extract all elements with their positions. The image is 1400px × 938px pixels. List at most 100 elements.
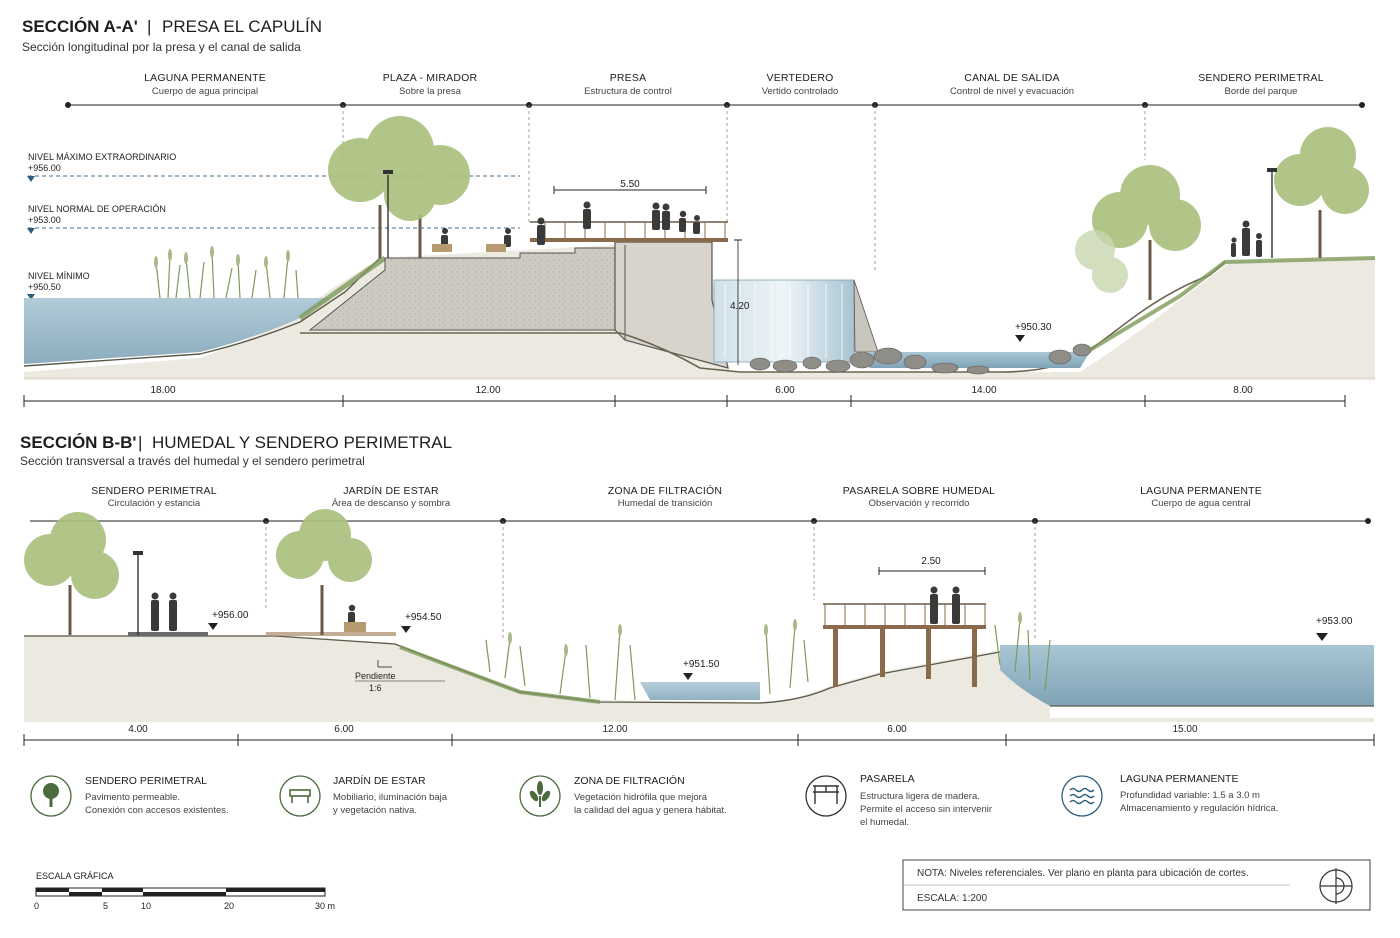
pasarela-structure — [151, 586, 986, 687]
spill-height-dim: 4.20 — [730, 301, 750, 312]
bench-icon — [289, 789, 311, 803]
legend-line-4-3: el humedal. — [860, 817, 909, 828]
legend-item-sendero: SENDERO PERIMETRAL Pavimento permeable. … — [30, 775, 229, 817]
zone-a-laguna-sub: Cuerpo de agua principal — [152, 86, 258, 97]
rocks — [749, 343, 1092, 375]
zone-a-vertedero-sub: Vertido controlado — [762, 86, 839, 97]
dim-b-4: 6.00 — [887, 724, 907, 735]
section-b-dims: +956.00 +954.50 +951.50 +953.00 Pendient… — [23, 556, 1375, 746]
dim-a-4: 14.00 — [971, 385, 996, 396]
zone-b-jardin-sub: Área de descanso y sombra — [332, 498, 451, 509]
note-scale: ESCALA: 1:200 — [917, 893, 987, 904]
zone-a-presa-sub: Estructura de control — [584, 86, 672, 97]
legend-title-4: PASARELA — [860, 773, 915, 785]
people-sendero-b — [151, 592, 356, 631]
section-a-zone-line — [65, 102, 1365, 270]
level-b-1: +956.00 — [212, 610, 249, 621]
section-a-header: SECCIÓN A-A' | PRESA EL CAPULÍN Sección … — [22, 17, 322, 54]
legend-item-filtracion: ZONA DE FILTRACIÓN Vegetación hidrófila … — [519, 774, 727, 817]
boardwalk-icon — [813, 785, 839, 804]
level-normal-value: +953.00 — [28, 215, 61, 225]
section-a-profile — [23, 241, 1376, 380]
scale-tick-20: 20 — [224, 901, 234, 911]
lagoon-water-b — [1000, 645, 1374, 706]
ground-b — [24, 635, 1050, 720]
tree-icon — [43, 783, 59, 807]
scale-bar-title: ESCALA GRÁFICA — [36, 871, 114, 881]
note-box: NOTA: Niveles referenciales. Ver plano e… — [902, 859, 1371, 911]
zone-a-presa: PRESA — [610, 72, 647, 84]
section-b-profile — [24, 632, 1374, 722]
zone-b-laguna-sub: Cuerpo de agua central — [1151, 498, 1250, 509]
zone-a-laguna: LAGUNA PERMANENTE — [144, 72, 266, 84]
title-separator-b: | — [138, 433, 142, 452]
zone-a-plaza: PLAZA - MIRADOR — [383, 72, 478, 84]
level-min-marker — [27, 294, 35, 300]
canal-level: +950.30 — [1015, 322, 1052, 333]
pasarela-width-dim: 2.50 — [921, 556, 941, 567]
lagoon-water-a — [24, 298, 330, 364]
scale-bar: ESCALA GRÁFICA 0 5 10 20 30 m — [34, 871, 335, 911]
north-arrow-icon — [1319, 868, 1353, 904]
note-text: NOTA: Niveles referenciales. Ver plano e… — [917, 868, 1249, 879]
dim-a-5: 8.00 — [1233, 385, 1253, 396]
level-normal-label: NIVEL NORMAL DE OPERACIÓN — [28, 204, 166, 214]
level-min-value: +950.50 — [28, 282, 61, 292]
level-max-label: NIVEL MÁXIMO EXTRAORDINARIO — [28, 152, 176, 162]
tree-jardin — [276, 509, 372, 582]
canal-level-marker — [1015, 335, 1025, 342]
section-a-title-name: PRESA EL CAPULÍN — [162, 17, 322, 36]
level-b-4: +953.00 — [1316, 616, 1353, 627]
people-pasarela — [930, 586, 960, 624]
waves-icon — [1069, 787, 1095, 805]
tree-sendero-b — [24, 512, 119, 599]
zone-a-sendero: SENDERO PERIMETRAL — [1198, 72, 1324, 84]
people-mirador — [441, 201, 700, 247]
dim-b-2: 6.00 — [334, 724, 354, 735]
legend-line-3-1: Vegetación hidrófila que mejora — [574, 792, 708, 803]
tree-canal — [1092, 165, 1201, 251]
section-b-zone-line — [30, 518, 1371, 640]
zone-b-filtracion-sub: Humedal de transición — [618, 498, 713, 509]
legend-line-5-2: Almacenamiento y regulación hídrica. — [1120, 803, 1278, 814]
zone-a-vertedero: VERTEDERO — [767, 72, 834, 84]
vegetation-a — [154, 116, 1369, 300]
section-b-title-name: HUMEDAL Y SENDERO PERIMETRAL — [152, 433, 452, 452]
dim-b-1: 4.00 — [128, 724, 148, 735]
zone-a-canal: CANAL DE SALIDA — [964, 72, 1059, 84]
level-normal-marker — [27, 228, 35, 234]
scale-tick-30: 30 m — [315, 901, 335, 911]
legend-item-pasarela: PASARELA Estructura ligera de madera. Pe… — [805, 773, 992, 828]
dim-b-5: 15.00 — [1172, 724, 1197, 735]
legend-title-3: ZONA DE FILTRACIÓN — [574, 774, 685, 787]
legend-line-5-1: Profundidad variable: 1.5 a 3.0 m — [1120, 790, 1260, 801]
section-a-levels: NIVEL MÁXIMO EXTRAORDINARIO +956.00 NIVE… — [27, 152, 520, 300]
dim-a-1: 18.00 — [150, 385, 175, 396]
legend-item-laguna: LAGUNA PERMANENTE Profundidad variable: … — [1061, 773, 1278, 817]
legend-line-4-1: Estructura ligera de madera. — [860, 791, 980, 802]
section-a-title: SECCIÓN A-A' — [22, 17, 138, 36]
scale-tick-5: 5 — [103, 901, 108, 911]
legend-title-2: JARDÍN DE ESTAR — [333, 774, 426, 787]
zone-b-sendero: SENDERO PERIMETRAL — [91, 485, 217, 497]
dim-a-3: 6.00 — [775, 385, 795, 396]
slope-label: Pendiente — [355, 671, 396, 681]
zone-a-canal-sub: Control de nivel y evacuación — [950, 86, 1074, 97]
scale-tick-0: 0 — [34, 901, 39, 911]
level-b-3: +951.50 — [683, 659, 720, 670]
level-max-marker — [27, 176, 35, 182]
slope-value: 1:6 — [369, 683, 382, 693]
legend: SENDERO PERIMETRAL Pavimento permeable. … — [30, 773, 1278, 828]
section-b-subtitle: Sección transversal a través del humedal… — [20, 454, 365, 468]
people-sendero-a — [1231, 220, 1262, 257]
wetland-water — [640, 682, 760, 700]
scale-tick-10: 10 — [141, 901, 151, 911]
legend-title-1: SENDERO PERIMETRAL — [85, 775, 207, 787]
legend-line-3-2: la calidad del agua y genera hábitat. — [574, 805, 727, 816]
waterfall — [713, 279, 855, 363]
plant-icon — [529, 781, 551, 807]
zone-b-jardin: JARDÍN DE ESTAR — [343, 484, 439, 497]
mirador-deck — [432, 201, 1262, 257]
tree-sendero-a — [1274, 127, 1369, 214]
